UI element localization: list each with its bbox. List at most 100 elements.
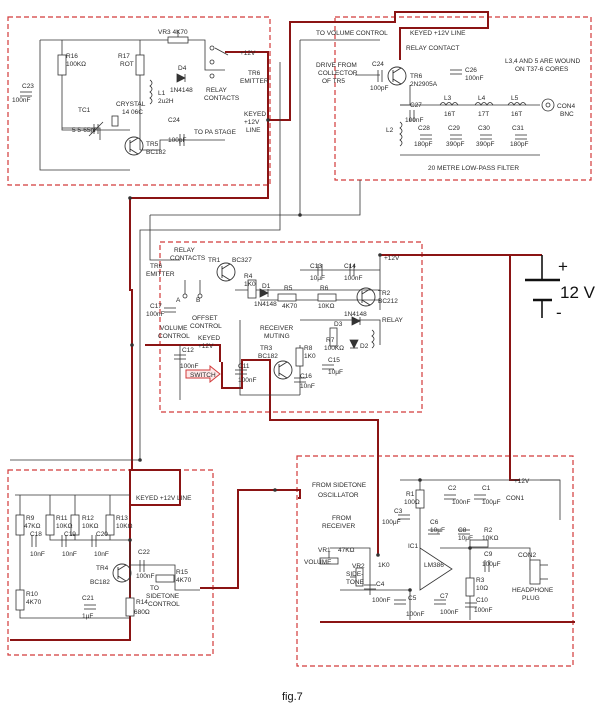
label-r6v: 10KΩ: [318, 303, 335, 310]
resistor-r13: [105, 514, 115, 536]
label-con2: CON2: [518, 552, 536, 559]
label-c16v: 10nF: [300, 383, 315, 390]
resistor-r12: [70, 514, 80, 536]
label-c13v: 10μF: [310, 275, 325, 282]
label-c24bv: 100pF: [370, 85, 388, 92]
label-c17: C17: [150, 303, 162, 310]
label-l-note-a: L3,4 AND 5 ARE WOUND: [505, 58, 580, 65]
label-l1: L1: [158, 90, 166, 97]
label-c15: C15: [328, 357, 340, 364]
label-vr2: VR2: [352, 563, 365, 570]
label-c17v: 100nF: [146, 311, 164, 318]
capacitor-c19: [61, 535, 67, 547]
transistor-tr5: [124, 136, 144, 156]
label-c24a: C24: [168, 117, 180, 124]
label-to-pa-stage: TO PA STAGE: [194, 129, 237, 136]
label-offset-a: OFFSET: [192, 315, 218, 322]
label-r5: R5: [284, 285, 293, 292]
capacitor-c31: [515, 134, 527, 140]
label-c24b: C24: [372, 61, 384, 68]
label-12v-c: +12V: [514, 478, 530, 485]
label-r13v: 10KΩ: [116, 523, 133, 530]
label-c15v: 10μF: [328, 369, 343, 376]
label-to-sidetone-b: SIDETONE: [146, 593, 180, 600]
label-switch-b: B: [196, 297, 200, 304]
resistor-r6: [317, 293, 337, 302]
label-keyed-a: KEYED: [244, 111, 266, 118]
label-c3v: 100μF: [382, 519, 401, 526]
sidetone-oscillator-box: [7, 469, 214, 656]
label-r17: R17: [118, 53, 130, 60]
label-tc1: TC1: [78, 107, 91, 114]
label-keyed-b: +12V: [244, 119, 260, 126]
label-c26: C26: [465, 67, 477, 74]
label-l3: L3: [444, 95, 452, 102]
capacitor-c18: [31, 535, 37, 547]
label-r15v: 4K70: [176, 577, 192, 584]
inductor-l5: [507, 102, 527, 106]
label-sidetone-b: TONE: [346, 579, 365, 586]
label-c12v: 100nF: [180, 363, 198, 370]
label-drive-c: OF TR5: [322, 78, 345, 85]
capacitor-c24b: [377, 70, 383, 82]
label-d3: D3: [334, 321, 343, 328]
capacitor-c27: [409, 110, 415, 122]
capacitor-c23: [20, 91, 32, 97]
label-c8: C8: [458, 527, 467, 534]
label-crystal-v: 14 06C: [122, 109, 143, 116]
label-volume-control-b: CONTROL: [158, 333, 190, 340]
label-c11: C11: [238, 363, 250, 370]
capacitor-c5: [394, 599, 406, 605]
label-switch: SWITCH: [190, 372, 216, 379]
label-c4: C4: [376, 581, 385, 588]
label-keyed-c: LINE: [246, 127, 261, 134]
label-rc-b: CONTACTS: [170, 255, 206, 262]
resistor-r14: [125, 597, 135, 617]
diode-d2: [349, 339, 359, 349]
capacitor-c6: [428, 529, 440, 535]
capacitor-c28: [420, 134, 432, 140]
capacitor-c17: [164, 307, 176, 313]
label-tr6-emitter-a: TR6: [248, 70, 261, 77]
label-receiver-muting-b: MUTING: [264, 333, 290, 340]
resistor-r9: [15, 514, 25, 536]
capacitor-c24a: [179, 134, 185, 146]
label-tr1v: BC327: [232, 257, 252, 264]
label-c4v: 100nF: [372, 597, 390, 604]
label-l-note-b: ON T37-6 CORES: [515, 66, 569, 73]
figure-caption: fig.7: [282, 691, 303, 703]
label-c31: C31: [512, 125, 524, 132]
label-battery-12v: 12 V: [560, 283, 596, 302]
label-c7: C7: [440, 593, 449, 600]
capacitor-c11: [235, 369, 247, 375]
label-r13: R13: [116, 515, 128, 522]
label-d4: D4: [178, 65, 187, 72]
label-l3v: 16T: [444, 111, 455, 118]
label-r15: R15: [176, 569, 188, 576]
label-r6: R6: [320, 285, 329, 292]
label-c11v: 100nF: [238, 377, 256, 384]
label-r10: R10: [26, 591, 38, 598]
label-c28: C28: [418, 125, 430, 132]
label-tr6e-b: EMITTER: [146, 271, 175, 278]
inductor-l2: [399, 121, 403, 147]
label-c10v: 100nF: [474, 607, 492, 614]
label-keyed-line-mid: KEYED +12V LINE: [136, 495, 192, 502]
label-c1v: 100μF: [482, 499, 501, 506]
resistor-r3: [465, 577, 475, 597]
label-r4: R4: [244, 273, 253, 280]
label-from-sidetone-a: FROM SIDETONE: [312, 482, 367, 489]
label-con1: CON1: [506, 495, 524, 502]
label-keyed2-b: +12V: [198, 343, 214, 350]
label-receiver-muting-a: RECEIVER: [260, 325, 294, 332]
label-low-pass-filter: 20 METRE LOW-PASS FILTER: [428, 165, 519, 172]
transistor-tr1: [216, 262, 236, 282]
label-c24av: 100pF: [168, 137, 186, 144]
label-tr3v: BC182: [258, 353, 278, 360]
label-c27: C27: [410, 102, 422, 109]
label-c30: C30: [478, 125, 490, 132]
label-volume-control-a: VOLUME: [160, 325, 188, 332]
relay-coil: [371, 329, 375, 349]
label-from-receiver-b: RECEIVER: [322, 523, 356, 530]
label-12v-b: +12V: [384, 255, 400, 262]
